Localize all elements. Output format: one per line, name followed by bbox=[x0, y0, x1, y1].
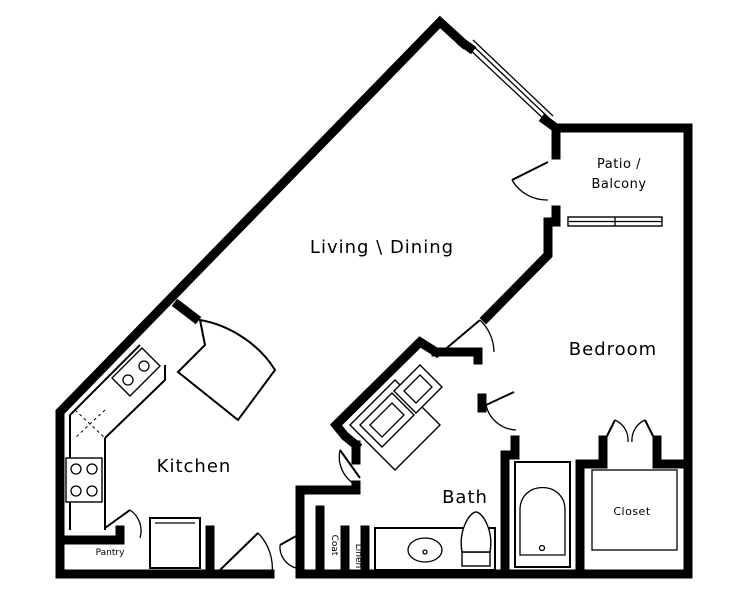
label-patio-line2: Balcony bbox=[591, 177, 646, 192]
label-coat: Coat bbox=[329, 535, 339, 556]
doors bbox=[104, 319, 656, 575]
label-linen: Linen bbox=[353, 544, 363, 568]
label-bedroom: Bedroom bbox=[569, 339, 657, 360]
kitchen-sink-icon bbox=[111, 347, 161, 397]
closet-rod bbox=[591, 469, 678, 551]
dryer-icon bbox=[393, 364, 443, 414]
label-patio-line1: Patio / bbox=[597, 157, 641, 172]
bath-fixtures bbox=[374, 460, 571, 571]
room-labels: Living \ Dining Patio / Balcony Bedroom … bbox=[96, 157, 657, 568]
label-pantry: Pantry bbox=[96, 548, 125, 558]
label-living-dining: Living \ Dining bbox=[310, 237, 454, 258]
label-closet: Closet bbox=[613, 505, 650, 518]
kitchen-fixtures bbox=[65, 318, 277, 569]
interior-walls bbox=[55, 298, 693, 579]
bath-sink-icon bbox=[407, 537, 443, 563]
washer-dryer bbox=[349, 364, 443, 471]
stove-icon bbox=[65, 457, 103, 503]
washer-icon bbox=[359, 392, 415, 448]
bedroom-window bbox=[567, 216, 663, 227]
exterior-walls bbox=[55, 15, 693, 579]
label-bath: Bath bbox=[442, 487, 488, 508]
bathtub-icon bbox=[514, 461, 571, 568]
toilet-icon bbox=[460, 511, 492, 567]
living-window bbox=[465, 39, 554, 123]
label-kitchen: Kitchen bbox=[157, 456, 232, 477]
patio-door bbox=[511, 161, 549, 201]
refrigerator-icon bbox=[149, 517, 201, 569]
